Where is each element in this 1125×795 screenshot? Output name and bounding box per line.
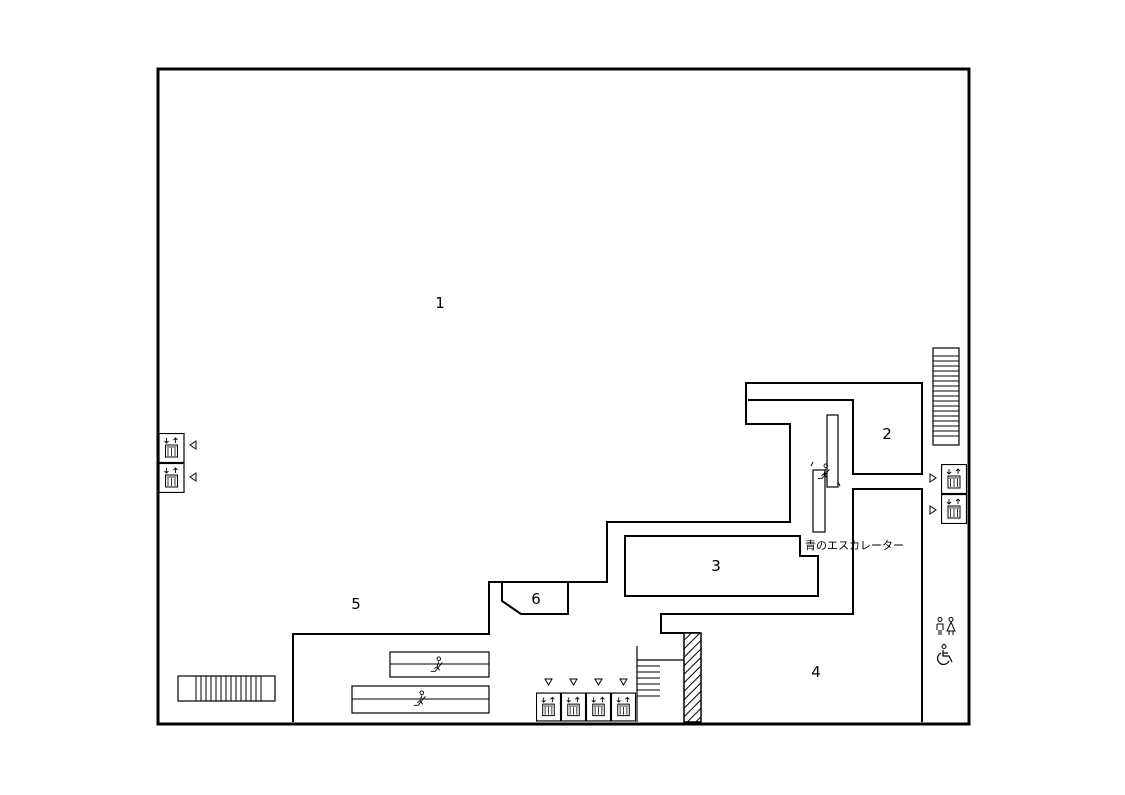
room-label-4: 4 bbox=[811, 663, 821, 681]
wheelchair-icon bbox=[937, 644, 953, 665]
escalator-blue-upper bbox=[826, 414, 839, 488]
room-label-2: 2 bbox=[882, 425, 892, 443]
room-label-3: 3 bbox=[711, 557, 721, 575]
building-outline bbox=[156, 67, 971, 726]
elevator-icon bbox=[611, 692, 636, 722]
stairs-icon bbox=[932, 347, 960, 446]
entrance-arrow-icon bbox=[569, 678, 578, 686]
elevator-icon bbox=[941, 464, 967, 494]
room-label-6: 6 bbox=[531, 590, 541, 608]
room-3-outline bbox=[624, 535, 819, 597]
zone-boundary-5 bbox=[292, 382, 923, 722]
room-label-5: 5 bbox=[351, 595, 361, 613]
entrance-arrow-icon bbox=[929, 505, 937, 515]
escalator-icon bbox=[413, 690, 426, 706]
elevator-icon bbox=[158, 433, 185, 463]
entrance-arrow-icon bbox=[189, 472, 197, 482]
entrance-arrow-icon bbox=[189, 440, 197, 450]
elevator-icon bbox=[536, 692, 561, 722]
elevator-icon bbox=[561, 692, 586, 722]
entrance-arrow-icon bbox=[544, 678, 553, 686]
room-6-outline bbox=[501, 582, 569, 615]
restroom-icon bbox=[936, 617, 956, 635]
escalator-label: 青のエスカレーター bbox=[805, 539, 904, 552]
elevator-icon bbox=[158, 463, 185, 493]
stairs-icon bbox=[636, 632, 702, 723]
stairs-icon bbox=[177, 675, 276, 702]
entrance-arrow-icon bbox=[594, 678, 603, 686]
room-4-outline bbox=[660, 488, 923, 722]
elevator-icon bbox=[941, 494, 967, 524]
escalator-icon bbox=[817, 463, 830, 479]
escalator-blue-lower bbox=[812, 469, 826, 533]
entrance-arrow-icon bbox=[619, 678, 628, 686]
hatched-wall bbox=[683, 632, 702, 723]
room-label-1: 1 bbox=[435, 294, 445, 312]
entrance-arrow-icon bbox=[929, 473, 937, 483]
elevator-icon bbox=[586, 692, 611, 722]
